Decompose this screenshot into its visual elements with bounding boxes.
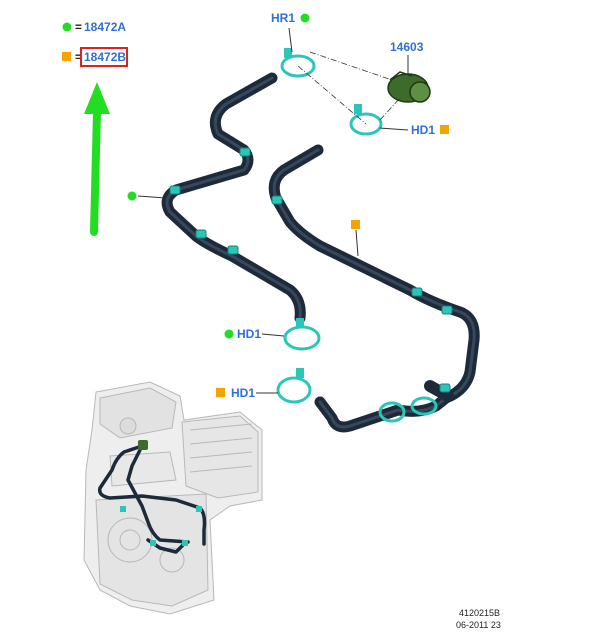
callout-14603-label[interactable]: 14603 <box>390 40 424 54</box>
hose-fittings <box>169 147 453 393</box>
footer-ref: 4120215B <box>459 608 500 618</box>
legend-code-a[interactable]: 18472A <box>84 20 126 34</box>
callout-hd1-mid-label[interactable]: HD1 <box>237 327 261 341</box>
legend-code-b[interactable]: 18472B <box>84 50 126 64</box>
callout-hd1-right: HD1 <box>379 123 449 137</box>
green-circle-icon <box>300 13 310 23</box>
callout-right-hose <box>351 220 360 257</box>
left-hose[interactable] <box>161 72 306 324</box>
legend-eq-a: = <box>75 20 82 34</box>
footer-date: 06-2011 23 <box>456 620 501 630</box>
callout-hr1-label[interactable]: HR1 <box>271 11 295 25</box>
engine-fittings <box>120 440 202 546</box>
legend: = 18472A = 18472B <box>62 20 128 67</box>
orange-square-icon <box>351 220 360 229</box>
callout-14603: 14603 <box>390 40 424 74</box>
callout-hr1: HR1 <box>271 11 310 53</box>
highlight-box <box>80 47 128 67</box>
green-circle-icon <box>127 191 137 201</box>
callout-hd1-low-label[interactable]: HD1 <box>231 386 255 400</box>
legend-eq-b: = <box>75 50 82 64</box>
hose-clamp-icon[interactable] <box>349 104 383 136</box>
footer: 4120215B 06-2011 23 <box>456 608 501 630</box>
callout-left-hose <box>127 191 167 201</box>
hose-clamp-icon[interactable] <box>378 396 438 423</box>
callout-hd1-right-label[interactable]: HD1 <box>411 123 435 137</box>
callout-hd1-low: HD1 <box>216 386 278 400</box>
hose-clamp-icon[interactable] <box>276 368 312 404</box>
green-circle-icon <box>224 329 234 339</box>
green-arrow-icon <box>84 82 110 236</box>
orange-square-icon <box>440 125 449 134</box>
connector-part[interactable] <box>387 71 431 103</box>
hose-clamp-icon[interactable] <box>280 48 316 78</box>
green-circle-icon <box>62 22 72 32</box>
right-hose[interactable] <box>268 144 480 433</box>
hose-clamp-icon[interactable] <box>283 318 321 351</box>
orange-square-icon <box>62 52 71 61</box>
callout-hd1-mid: HD1 <box>224 327 285 341</box>
alignment-lines <box>297 51 401 125</box>
orange-square-icon <box>216 388 225 397</box>
